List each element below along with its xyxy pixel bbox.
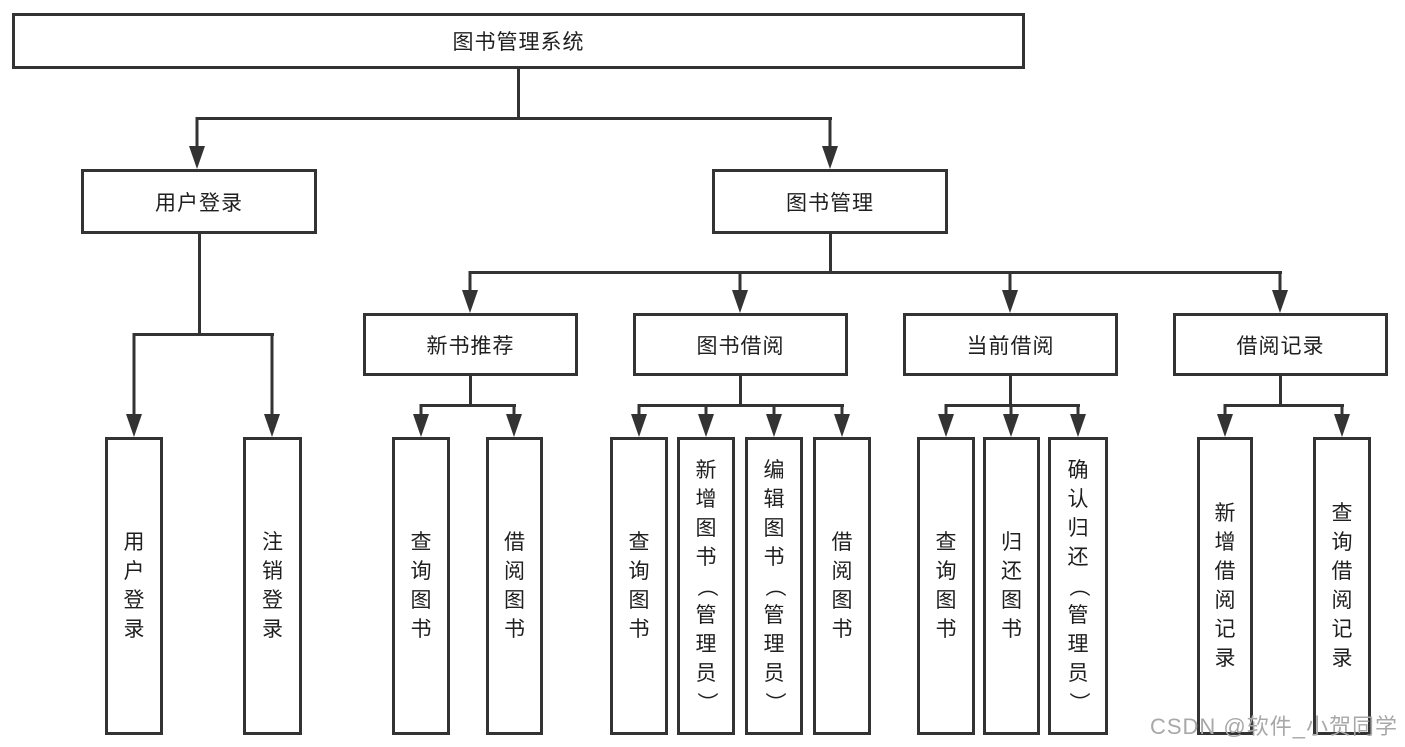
node-user-login: 用户登录 bbox=[81, 169, 317, 234]
arrow-to-leaf-confirm-return bbox=[1070, 404, 1086, 437]
leaf-query-book-2: 查询图书 bbox=[610, 437, 668, 735]
node-root: 图书管理系统 bbox=[12, 13, 1025, 69]
connector-user-login-stem bbox=[198, 234, 201, 336]
leaf-query-borrow-record: 查询借阅记录 bbox=[1313, 437, 1371, 735]
leaf-add-book-admin: 新增图书（管理员） bbox=[677, 437, 735, 735]
connector-root-rail bbox=[196, 117, 832, 120]
connector-borrowing-records-stem bbox=[1279, 376, 1282, 407]
node-book-management-label: 图书管理 bbox=[786, 191, 874, 215]
arrow-to-new-book-recommend bbox=[462, 271, 478, 313]
node-current-borrowing-label: 当前借阅 bbox=[966, 334, 1055, 358]
leaf-add-borrow-record: 新增借阅记录 bbox=[1197, 437, 1253, 735]
connector-book-borrowing-stem bbox=[739, 376, 742, 407]
arrow-to-borrowing-records bbox=[1272, 271, 1288, 313]
leaf-borrow-book-2: 借阅图书 bbox=[813, 437, 871, 735]
arrow-to-book-borrowing bbox=[732, 271, 748, 313]
node-new-book-recommend-label: 新书推荐 bbox=[426, 334, 515, 358]
arrow-to-leaf-user-login bbox=[126, 333, 142, 437]
leaf-confirm-return-admin: 确认归还（管理员） bbox=[1048, 437, 1108, 735]
leaf-query-book-1: 查询图书 bbox=[392, 437, 450, 735]
connector-user-login-rail bbox=[133, 333, 274, 336]
node-new-book-recommend: 新书推荐 bbox=[363, 313, 578, 376]
leaf-user-login: 用户登录 bbox=[105, 437, 163, 735]
node-book-borrowing: 图书借阅 bbox=[633, 313, 848, 376]
connector-new-book-recommend-rail bbox=[420, 404, 516, 407]
connector-new-book-recommend-stem bbox=[469, 376, 472, 407]
leaf-return-book: 归还图书 bbox=[983, 437, 1040, 735]
connector-book-management-stem bbox=[829, 234, 832, 274]
node-book-borrowing-label: 图书借阅 bbox=[696, 334, 785, 358]
leaf-edit-book-admin: 编辑图书（管理员） bbox=[745, 437, 803, 735]
arrow-to-leaf-add-borrow-record bbox=[1217, 404, 1233, 437]
node-book-management: 图书管理 bbox=[712, 169, 948, 234]
arrow-to-leaf-borrow-book-2 bbox=[834, 404, 850, 437]
connector-borrowing-records-rail bbox=[1224, 404, 1344, 407]
arrow-to-leaf-add-book bbox=[698, 404, 714, 437]
arrow-to-current-borrowing bbox=[1002, 271, 1018, 313]
node-borrowing-records-label: 借阅记录 bbox=[1236, 334, 1325, 358]
leaf-query-book-3: 查询图书 bbox=[917, 437, 975, 735]
arrow-to-leaf-logout bbox=[264, 333, 280, 437]
connector-book-management-rail bbox=[469, 271, 1282, 274]
arrow-to-leaf-query-borrow-record bbox=[1334, 404, 1350, 437]
leaf-borrow-book-1: 借阅图书 bbox=[486, 437, 543, 735]
watermark: CSDN @软件_小贺同学 bbox=[1149, 714, 1398, 739]
connector-book-borrowing-rail bbox=[638, 404, 844, 407]
arrow-to-leaf-edit-book bbox=[766, 404, 782, 437]
node-borrowing-records: 借阅记录 bbox=[1173, 313, 1388, 376]
connector-current-borrowing-stem bbox=[1009, 376, 1012, 407]
arrow-to-book-management bbox=[822, 117, 838, 169]
arrow-to-leaf-query-book-2 bbox=[631, 404, 647, 437]
arrow-to-leaf-borrow-book-1 bbox=[506, 404, 522, 437]
node-root-label: 图书管理系统 bbox=[452, 31, 585, 54]
leaf-logout: 注销登录 bbox=[243, 437, 302, 735]
connector-root-stem bbox=[517, 68, 520, 120]
arrow-to-leaf-return-book bbox=[1003, 404, 1019, 437]
arrow-to-user-login bbox=[189, 117, 205, 169]
node-current-borrowing: 当前借阅 bbox=[903, 313, 1118, 376]
arrow-to-leaf-query-book-3 bbox=[938, 404, 954, 437]
arrow-to-leaf-query-book-1 bbox=[413, 404, 429, 437]
node-user-login-label: 用户登录 bbox=[155, 191, 243, 215]
